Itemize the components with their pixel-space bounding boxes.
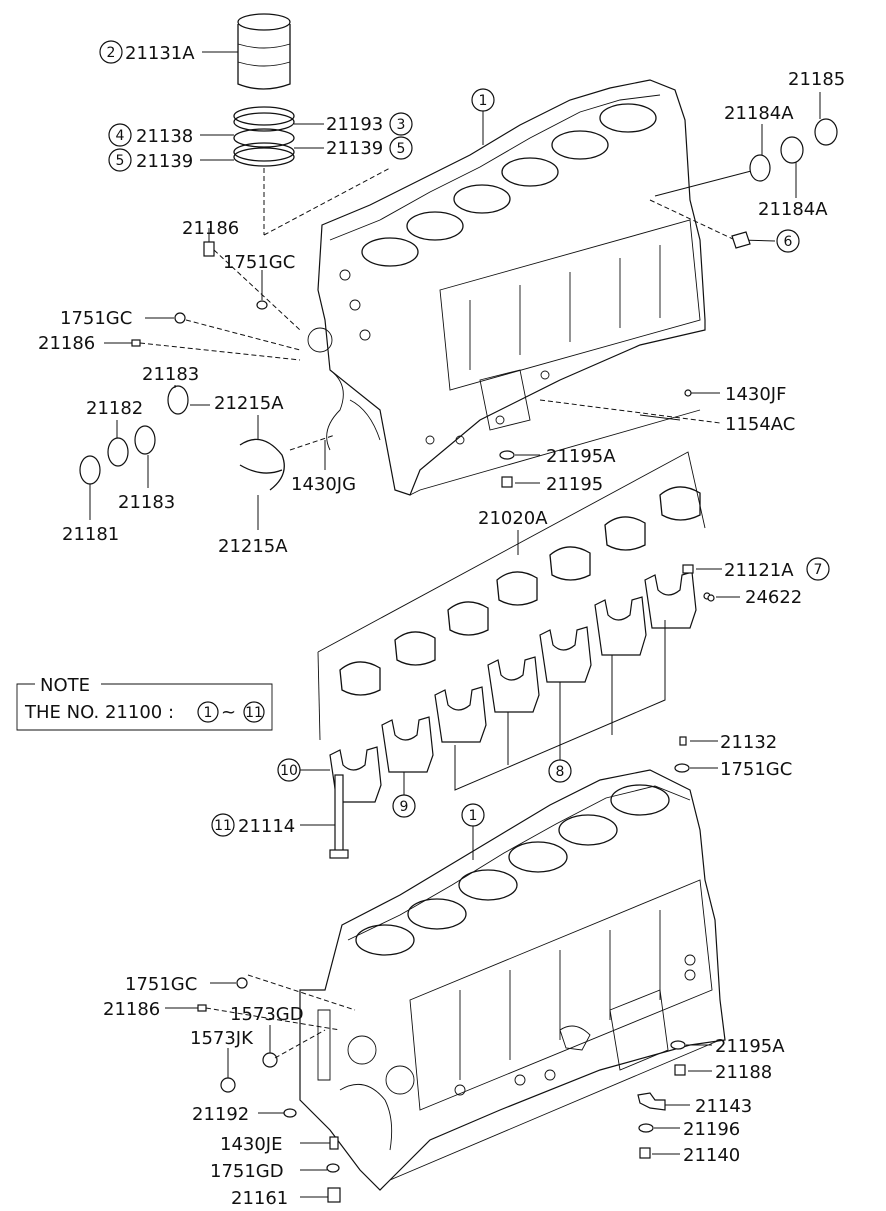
label-21143: 21143 <box>695 1096 752 1117</box>
callout-5-right: 5 <box>389 136 413 160</box>
label-21193: 21193 <box>326 114 383 135</box>
callout-8: 8 <box>548 759 572 783</box>
label-21181: 21181 <box>62 524 119 545</box>
label-1751GC-left: 1751GC <box>60 308 132 329</box>
label-1430JE: 1430JE <box>220 1134 283 1155</box>
label-1751GC-mid: 1751GC <box>720 759 792 780</box>
label-1430JF: 1430JF <box>725 384 786 405</box>
label-21138: 21138 <box>136 126 193 147</box>
cam-bearings-top-right <box>749 92 838 198</box>
label-1573GD: 1573GD <box>230 1004 304 1025</box>
lower-cylinder-block <box>299 769 726 1191</box>
label-1573JK: 1573JK <box>190 1028 254 1049</box>
svg-text:9: 9 <box>400 799 409 815</box>
note-box: NOTE THE NO. 21100 : 1 ~ 11 <box>16 675 273 731</box>
label-21184A-bottom: 21184A <box>758 199 828 220</box>
label-1751GD: 1751GD <box>210 1161 284 1182</box>
callout-2: 2 <box>99 40 123 64</box>
callout-6: 6 <box>776 229 800 253</box>
label-21183-top: 21183 <box>142 364 199 385</box>
label-21139-left: 21139 <box>136 151 193 172</box>
label-1154AC: 1154AC <box>725 414 795 435</box>
callout-11: 11 <box>211 813 235 837</box>
label-21183-bottom: 21183 <box>118 492 175 513</box>
label-21186-top: 21186 <box>182 218 239 239</box>
label-21140: 21140 <box>683 1145 740 1166</box>
note-range-start: 1 <box>204 705 213 721</box>
label-21196: 21196 <box>683 1119 740 1140</box>
main-bearing-panel <box>300 451 740 859</box>
label-21195: 21195 <box>546 474 603 495</box>
callout-1-lower: 1 <box>461 803 485 860</box>
svg-text:6: 6 <box>784 234 793 250</box>
svg-text:3: 3 <box>397 117 406 133</box>
svg-text:2: 2 <box>107 45 116 61</box>
label-21132: 21132 <box>720 732 777 753</box>
label-21186-left: 21186 <box>38 333 95 354</box>
note-tilde: ~ <box>221 702 236 723</box>
callout-3: 3 <box>389 112 413 136</box>
callout-markers: 1 2 3 4 5 5 6 7 <box>99 40 830 860</box>
svg-text:8: 8 <box>556 764 565 780</box>
note-title: NOTE <box>40 675 90 696</box>
label-21182: 21182 <box>86 398 143 419</box>
label-21215A-bottom: 21215A <box>218 536 288 557</box>
svg-text:1: 1 <box>469 808 478 824</box>
label-21131A: 21131A <box>125 43 195 64</box>
svg-text:5: 5 <box>397 141 406 157</box>
label-21184A-top: 21184A <box>724 103 794 124</box>
upper-bearing-shells <box>339 486 701 696</box>
svg-text:4: 4 <box>116 128 125 144</box>
label-21114: 21114 <box>238 816 295 837</box>
callout-9: 9 <box>392 794 416 818</box>
label-21186-lower: 21186 <box>103 999 160 1020</box>
callout-10: 10 <box>277 758 301 782</box>
part-number-labels: 21131A 21138 21139 21193 21139 21185 211… <box>38 43 845 1209</box>
label-1751GC-lower: 1751GC <box>125 974 197 995</box>
label-21139-right: 21139 <box>326 138 383 159</box>
svg-text:7: 7 <box>814 562 823 578</box>
note-text: THE NO. 21100 : <box>24 702 174 723</box>
callout-4: 4 <box>108 123 132 147</box>
label-21195A-top: 21195A <box>546 446 616 467</box>
label-21195A-lower: 21195A <box>715 1036 785 1057</box>
label-1751GC-top: 1751GC <box>223 252 295 273</box>
label-24622: 24622 <box>745 587 802 608</box>
cylinder-liner-group <box>233 13 391 236</box>
label-21121A: 21121A <box>724 560 794 581</box>
callout-5-left: 5 <box>108 148 132 172</box>
svg-text:11: 11 <box>214 818 232 834</box>
bearing-caps <box>329 571 697 803</box>
callout-1-upper: 1 <box>471 88 495 145</box>
label-21215A-top: 21215A <box>214 393 284 414</box>
svg-text:5: 5 <box>116 153 125 169</box>
svg-text:10: 10 <box>280 763 298 779</box>
lower-small-parts <box>165 736 718 1203</box>
svg-text:1: 1 <box>479 93 488 109</box>
upper-cylinder-block <box>307 79 776 496</box>
label-21185: 21185 <box>788 69 845 90</box>
upper-right-leaders <box>499 389 721 488</box>
label-21020A: 21020A <box>478 508 548 529</box>
note-range-end: 11 <box>245 705 263 721</box>
callout-7: 7 <box>806 557 830 581</box>
left-small-parts <box>79 228 336 530</box>
label-21161: 21161 <box>231 1188 288 1209</box>
label-21192: 21192 <box>192 1104 249 1125</box>
label-21188: 21188 <box>715 1062 772 1083</box>
label-1430JG: 1430JG <box>291 474 356 495</box>
